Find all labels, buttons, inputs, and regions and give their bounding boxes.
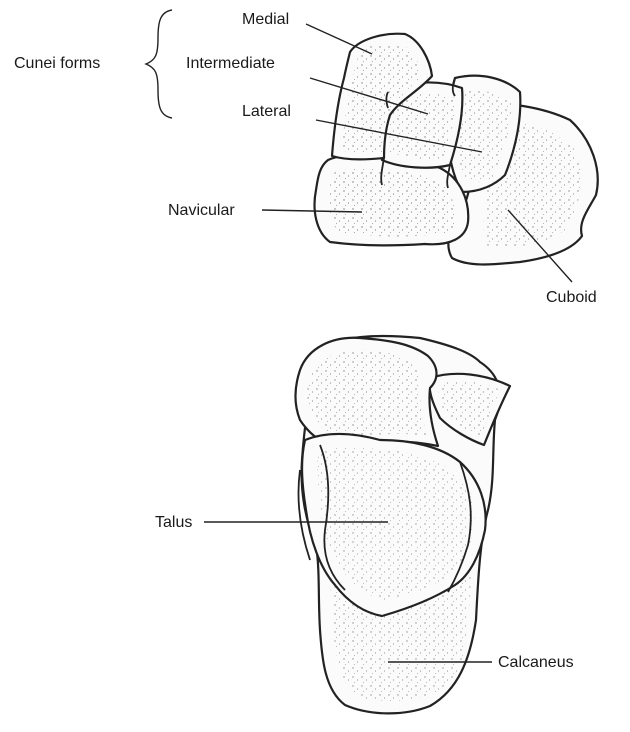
label-intermediate: Intermediate [186, 55, 275, 72]
hindfoot-bone-group [296, 336, 511, 713]
label-calcaneus: Calcaneus [498, 654, 574, 671]
label-cuboid: Cuboid [546, 289, 597, 306]
medial-leader [306, 24, 372, 54]
label-lateral: Lateral [242, 103, 291, 120]
cuneiforms-brace [146, 10, 172, 118]
label-medial: Medial [242, 11, 289, 28]
talus-head-stipple [307, 350, 428, 440]
label-talus: Talus [155, 514, 192, 531]
midfoot-bone-group [315, 34, 598, 265]
label-cuneiforms: Cunei forms [14, 55, 100, 72]
label-navicular: Navicular [168, 202, 235, 219]
